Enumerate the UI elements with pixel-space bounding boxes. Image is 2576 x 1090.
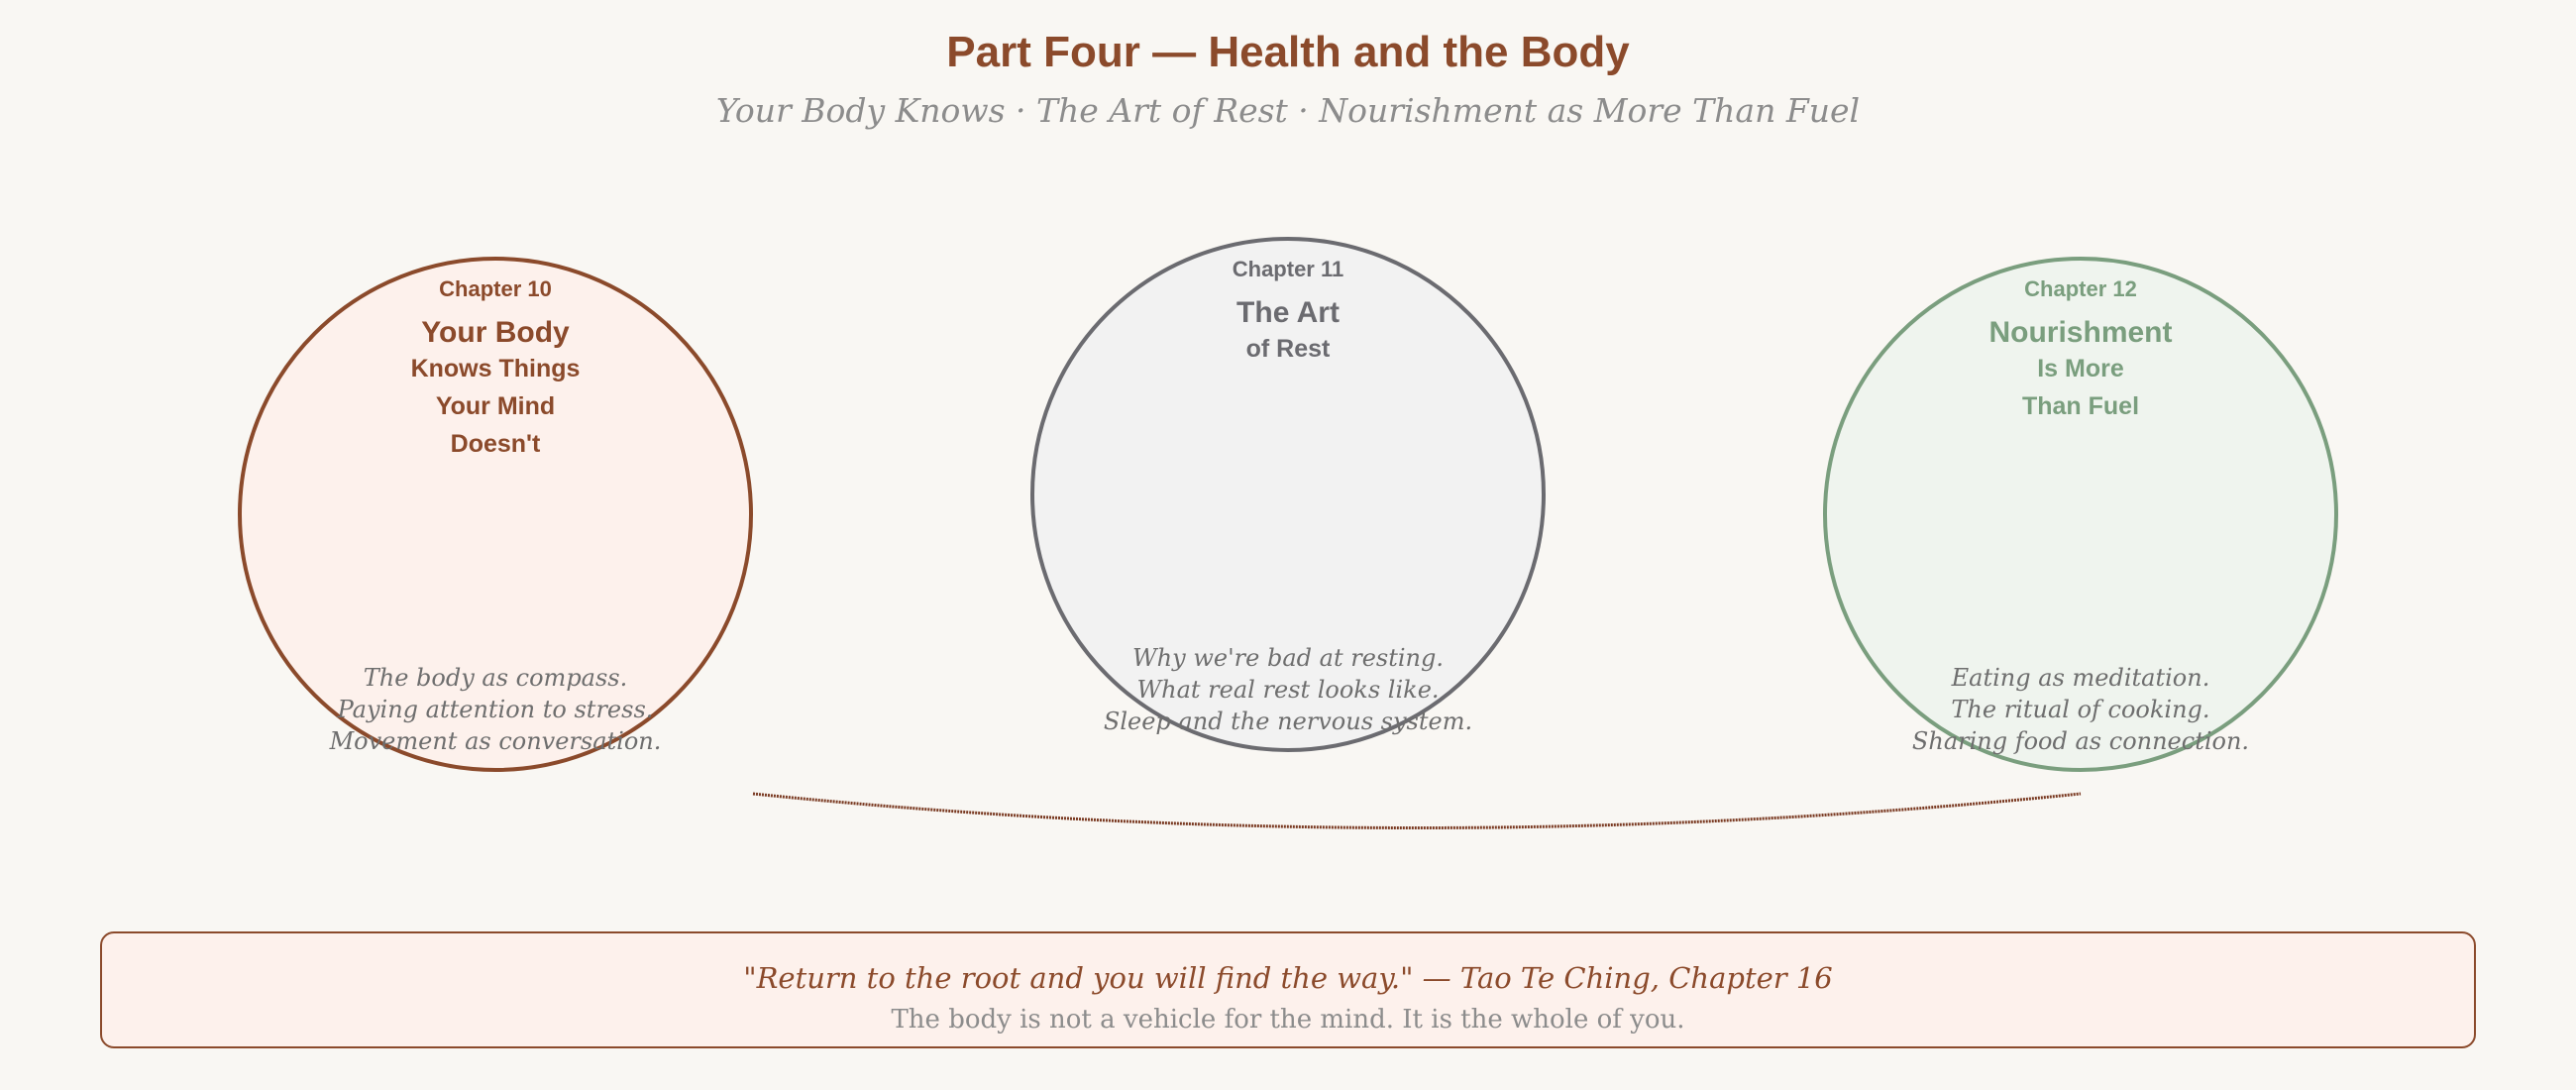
quote-box: "Return to the root and you will find th… — [100, 931, 2476, 1048]
chapter-11: Chapter 11 The Art of Rest — [1090, 257, 1486, 368]
chapter-12-number: Chapter 12 — [2024, 276, 2137, 301]
quote-note: The body is not a vehicle for the mind. … — [891, 1005, 1685, 1035]
quote-text: "Return to the root and you will find th… — [743, 961, 1833, 995]
chapter-11-topics: Why we're bad at resting. What real rest… — [1070, 642, 1506, 737]
topic-item: Eating as meditation. — [1951, 664, 2210, 692]
chapter-12: Chapter 12 Nourishment Is More Than Fuel — [1882, 276, 2279, 425]
chapter-10: Chapter 10 Your Body Knows Things Your M… — [297, 276, 694, 463]
chapter-11-title: The Art — [1236, 296, 1340, 329]
chapter-10-number: Chapter 10 — [439, 276, 552, 301]
chapter-12-title-line: Is More — [2037, 355, 2124, 382]
chapter-10-title-line: Doesn't — [450, 430, 541, 458]
topic-item: The ritual of cooking. — [1951, 696, 2210, 723]
chapter-10-topics: The body as compass. Paying attention to… — [277, 662, 713, 757]
topic-item: Sharing food as connection. — [1911, 727, 2250, 755]
chapter-12-topics: Eating as meditation. The ritual of cook… — [1863, 662, 2299, 757]
topic-item: Movement as conversation. — [329, 727, 662, 755]
topic-item: Sleep and the nervous system. — [1103, 708, 1473, 735]
chapter-11-number: Chapter 11 — [1232, 257, 1344, 281]
chapter-10-title-line: Knows Things — [410, 355, 581, 382]
part-subtitle: Your Body Knows · The Art of Rest · Nour… — [715, 91, 1861, 130]
chapter-11-title-line: of Rest — [1245, 335, 1331, 363]
part-title: Part Four — Health and the Body — [946, 28, 1630, 76]
topic-item: Paying attention to stress. — [337, 696, 654, 723]
connector-arc — [752, 792, 2082, 829]
chapter-12-title-line: Than Fuel — [2021, 392, 2140, 420]
topic-item: What real rest looks like. — [1136, 676, 1440, 704]
topic-item: The body as compass. — [363, 664, 628, 692]
chapter-12-circle — [1823, 257, 2338, 772]
topic-item: Why we're bad at resting. — [1132, 644, 1444, 672]
chapter-10-title-line: Your Mind — [435, 392, 556, 420]
chapter-10-circle — [238, 257, 753, 772]
chapter-12-title: Nourishment — [1988, 316, 2173, 349]
chapter-10-title: Your Body — [421, 316, 570, 349]
chapter-11-circle — [1030, 237, 1546, 752]
